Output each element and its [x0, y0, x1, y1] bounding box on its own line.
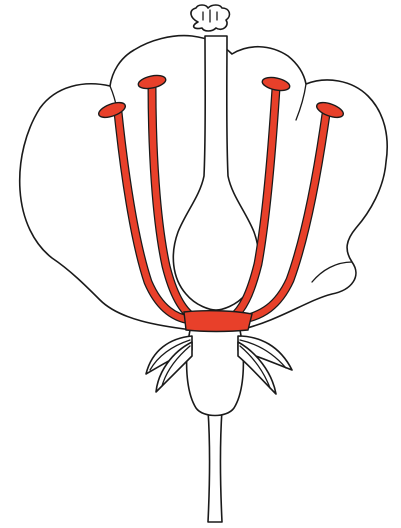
- receptacle: [187, 330, 244, 416]
- sepal-left: [146, 336, 192, 392]
- stamen-base: [184, 311, 252, 332]
- pedicel: [208, 410, 222, 522]
- sepal-right: [238, 336, 292, 394]
